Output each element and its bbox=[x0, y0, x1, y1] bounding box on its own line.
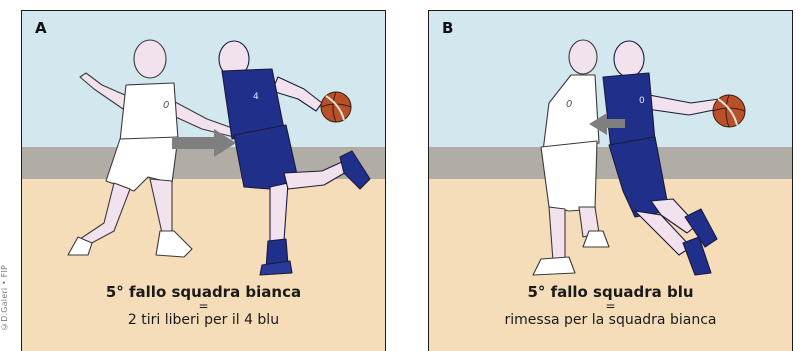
white-number-a: 0 bbox=[163, 100, 169, 111]
blue-number-a: 4 bbox=[253, 92, 259, 102]
court-floor bbox=[429, 179, 792, 351]
white-number-b: 0 bbox=[566, 99, 572, 110]
caption-title: 5° fallo squadra blu bbox=[527, 283, 694, 301]
caption-equals: = bbox=[198, 299, 209, 313]
caption-a: 5° fallo squadra bianca = 2 tiri liberi … bbox=[22, 284, 385, 329]
arrow-right-icon bbox=[172, 129, 236, 157]
panel-a: 0 4 bbox=[21, 10, 386, 351]
illustration-a: 0 4 bbox=[67, 39, 371, 276]
blue-number-b: 0 bbox=[639, 96, 645, 106]
white-player-a bbox=[67, 39, 236, 258]
wall-baseboard bbox=[429, 147, 792, 179]
caption-equals: = bbox=[605, 299, 616, 313]
arrow-left-icon bbox=[589, 113, 625, 135]
caption-subtitle: 2 tiri liberi per il 4 blu bbox=[127, 312, 280, 328]
caption-subtitle: rimessa per la squadra bianca bbox=[504, 312, 717, 328]
panel-letter: A bbox=[35, 19, 47, 37]
white-player-b bbox=[532, 39, 610, 276]
panel-b: 0 0 B bbox=[428, 10, 793, 351]
basketball-a bbox=[320, 91, 352, 123]
illustration-b: 0 0 bbox=[532, 39, 746, 276]
basketball-b bbox=[712, 94, 746, 128]
panel-letter: B bbox=[442, 19, 454, 37]
blue-player-a bbox=[218, 40, 371, 276]
photo-credit: ©D.Galeri • FIP bbox=[0, 264, 9, 331]
caption-title: 5° fallo squadra bianca bbox=[105, 283, 302, 301]
blue-player-b bbox=[602, 40, 720, 276]
court-floor bbox=[22, 179, 385, 351]
caption-b: 5° fallo squadra blu = rimessa per la sq… bbox=[429, 284, 792, 329]
